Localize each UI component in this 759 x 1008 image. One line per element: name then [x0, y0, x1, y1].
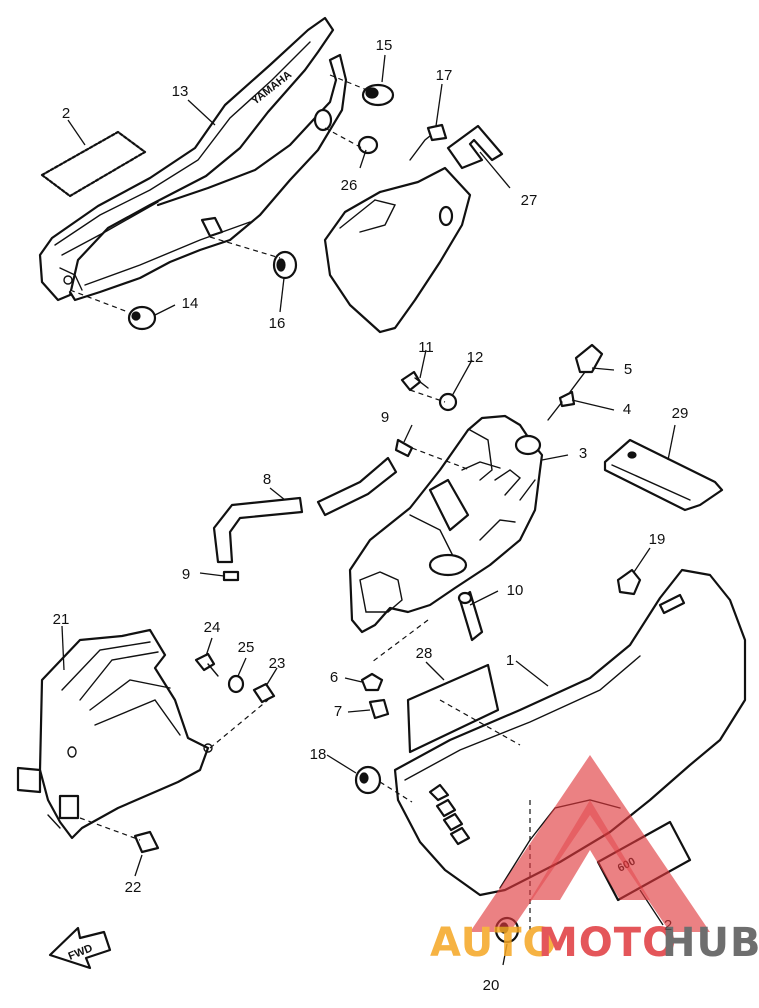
part-23-collar [252, 682, 276, 704]
callout-9-upper: 9 [381, 409, 389, 426]
watermark-logo: AUTO MOTO HUB [430, 755, 759, 966]
watermark-auto: AUTO [430, 920, 558, 966]
part-29-pad [603, 438, 724, 512]
callout-15: 15 [376, 37, 393, 54]
callout-21: 21 [53, 611, 70, 628]
part-28-decal-sheet [406, 663, 500, 754]
callout-13: 13 [172, 83, 189, 100]
callout-22: 22 [125, 879, 142, 896]
callout-5: 5 [624, 361, 632, 378]
part-6-nut [360, 672, 384, 692]
part-16-grommet [272, 250, 298, 280]
callout-labels: 2 13 15 17 26 27 14 16 11 12 5 4 29 3 9 … [53, 37, 689, 994]
callout-10: 10 [507, 582, 524, 599]
callout-27: 27 [521, 192, 538, 209]
part-14-grommet [127, 305, 157, 331]
part-9-clip-lower [222, 570, 240, 582]
callout-7: 7 [334, 703, 342, 720]
part-22-clip [133, 830, 160, 854]
part-7-collar [368, 698, 390, 720]
part-27-clip [446, 124, 504, 170]
part-10-bolt [457, 590, 484, 642]
callout-24: 24 [204, 619, 221, 636]
callout-20: 20 [483, 977, 500, 994]
part-15-grommet [361, 83, 395, 107]
callout-8: 8 [263, 471, 271, 488]
callout-29: 29 [672, 405, 689, 422]
watermark-hub: HUB [662, 920, 759, 966]
callout-12: 12 [467, 349, 484, 366]
callout-3: 3 [579, 445, 587, 462]
part-19-clip [616, 568, 642, 596]
part-18-grommet [354, 765, 382, 795]
callout-28: 28 [416, 645, 433, 662]
callout-4: 4 [623, 401, 631, 418]
part-24-bolt [194, 652, 219, 677]
part-3-oil-tank [348, 414, 544, 634]
part-17-tool-bag [323, 123, 472, 334]
callout-2-upper: 2 [62, 105, 70, 122]
callout-17: 17 [436, 67, 453, 84]
part-25-washer [227, 674, 245, 694]
watermark-moto: MOTO [538, 920, 677, 966]
part-11-bolt [400, 370, 429, 392]
callout-19: 19 [649, 531, 666, 548]
callout-23: 23 [269, 655, 286, 672]
part-26-damper [313, 108, 379, 155]
callout-16: 16 [269, 315, 286, 332]
callout-25: 25 [238, 639, 255, 656]
callout-26: 26 [341, 177, 358, 194]
part-2-decal-upper [40, 130, 147, 198]
part-9-clip-upper [394, 438, 414, 458]
part-5-filler-cap [569, 343, 604, 393]
part-12-washer [438, 392, 458, 412]
callout-18: 18 [310, 746, 327, 763]
callout-14: 14 [182, 295, 199, 312]
callout-9-lower: 9 [182, 566, 190, 583]
callout-6: 6 [330, 669, 338, 686]
part-8-hose [212, 456, 398, 564]
part-21-battery-box [16, 628, 213, 840]
fwd-arrow-icon: FWD [48, 926, 112, 970]
part-4-screw [547, 390, 576, 421]
part-1-side-cover [393, 568, 747, 897]
callout-11: 11 [418, 339, 434, 356]
callout-1: 1 [506, 652, 514, 669]
